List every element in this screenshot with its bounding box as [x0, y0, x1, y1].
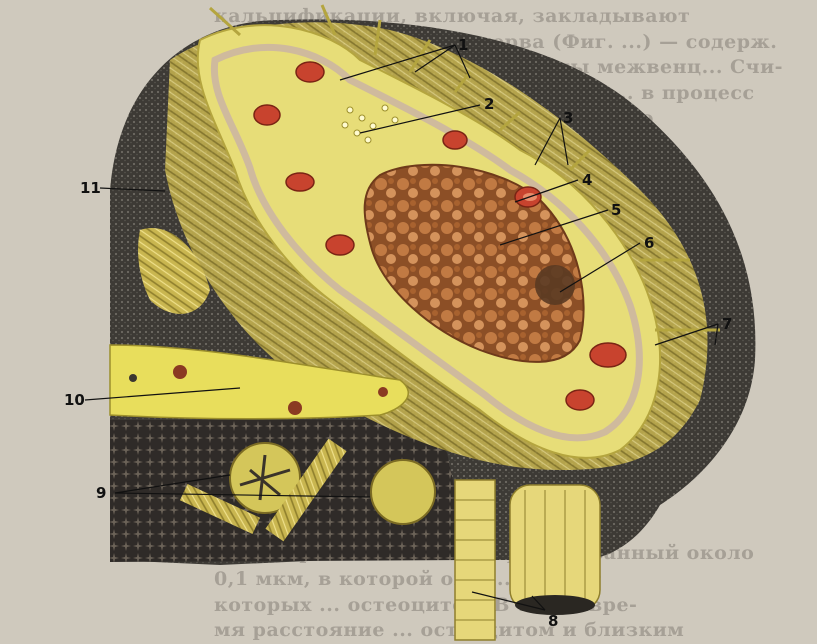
- label-6: 6: [644, 236, 654, 251]
- label-7: 7: [722, 317, 732, 332]
- label-1: 1: [458, 38, 468, 53]
- lacuna-section-b: [371, 460, 435, 524]
- label-9: 9: [96, 486, 106, 501]
- label-3: 3: [563, 111, 573, 126]
- label-2: 2: [484, 97, 494, 112]
- label-11: 11: [80, 181, 101, 196]
- label-4: 4: [582, 173, 592, 188]
- label-5: 5: [611, 203, 621, 218]
- fibril-bundles: [455, 480, 600, 640]
- label-8: 8: [548, 614, 558, 629]
- label-10: 10: [64, 393, 85, 408]
- nucleolus: [535, 265, 575, 305]
